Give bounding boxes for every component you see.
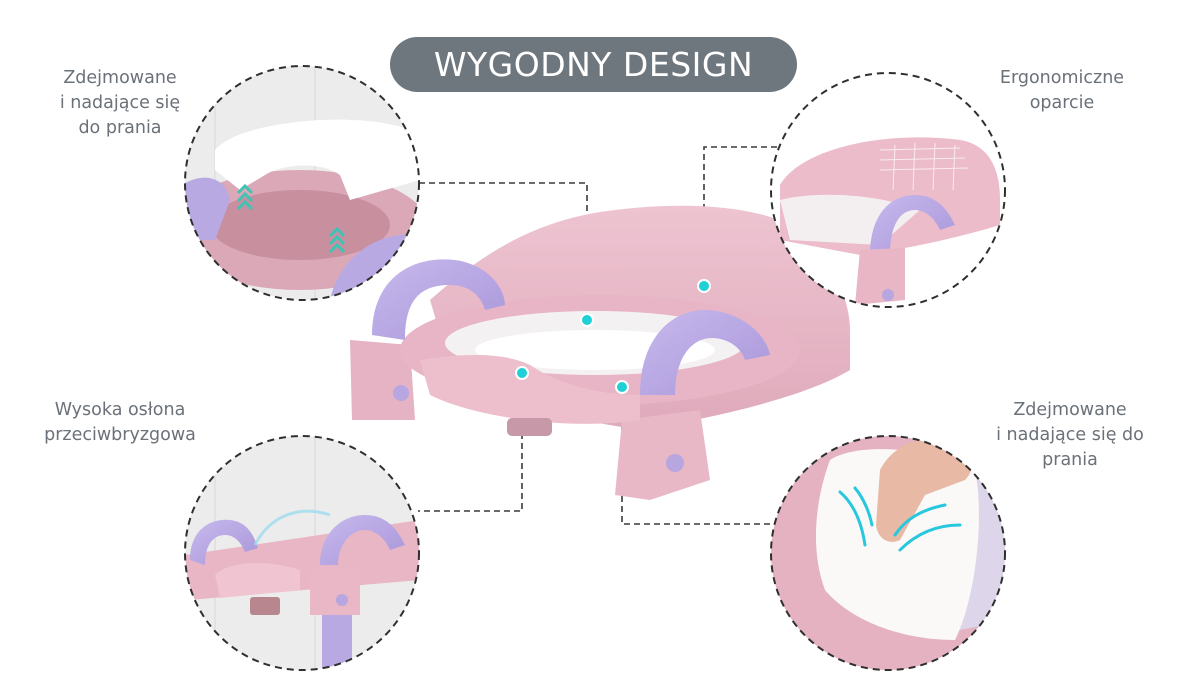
callout-label-washable-cushion: Zdejmowane i nadające się do prania [996, 400, 1144, 470]
detail-circle-splash-guard [185, 436, 419, 670]
detail-circle-washable-cushion [771, 436, 1005, 670]
title-banner: WYGODNY DESIGN [390, 37, 797, 92]
marker-dots [515, 279, 711, 394]
dashed-circle-frame [770, 72, 1006, 308]
callout-label-removable-insert: Zdejmowane i nadające się do prania [59, 68, 181, 138]
dashed-circle-frame [184, 435, 420, 671]
detail-circle-removable-insert [185, 66, 419, 300]
detail-circle-backrest [771, 73, 1005, 307]
dashed-circle-frame [184, 65, 420, 301]
callout-label-splash-guard: Wysoka osłona przeciwbryzgowa [44, 400, 196, 445]
dashed-circle-frame [770, 435, 1006, 671]
potty-seat-main [350, 205, 850, 500]
callout-label-ergonomic-backrest: Ergonomiczne oparcie [999, 68, 1125, 113]
